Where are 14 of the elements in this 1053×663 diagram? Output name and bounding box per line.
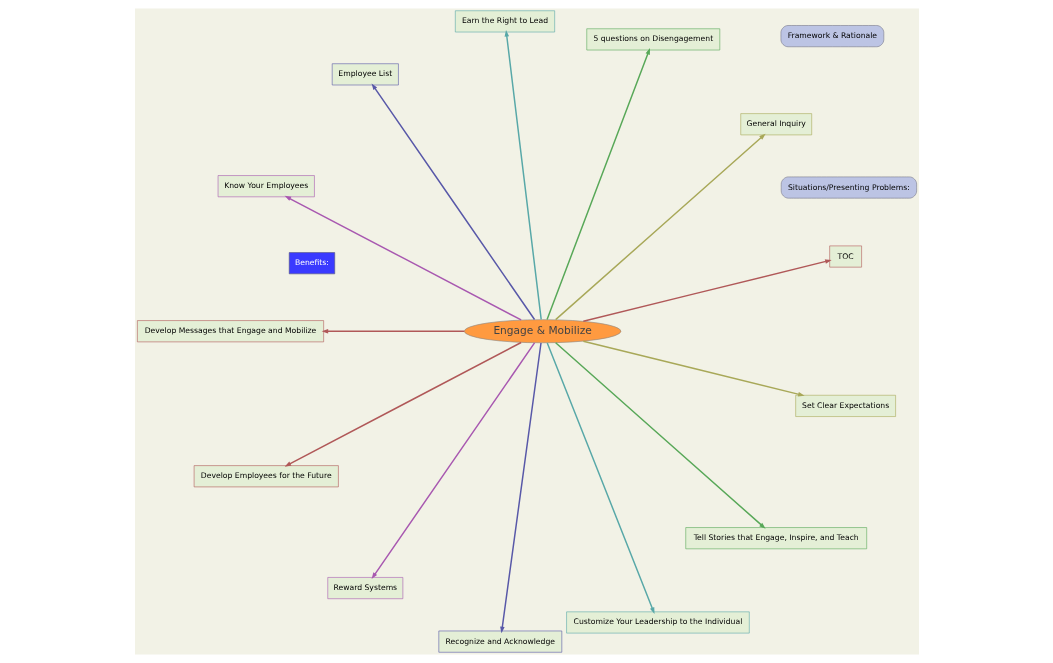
- arrow: [582, 259, 832, 322]
- arrow: [545, 48, 650, 321]
- node-ellipse: Engage & Mobilize: [463, 319, 621, 344]
- arrow: [582, 340, 805, 397]
- arrow: [284, 341, 522, 467]
- arrow: [499, 342, 542, 634]
- arrow: [554, 133, 766, 321]
- arrow: [546, 342, 655, 614]
- arrow: [284, 195, 522, 321]
- arrow: [321, 328, 465, 334]
- arrow: [371, 342, 535, 579]
- arrow: [504, 29, 542, 321]
- arrow: [554, 342, 766, 529]
- arrow: [371, 83, 535, 321]
